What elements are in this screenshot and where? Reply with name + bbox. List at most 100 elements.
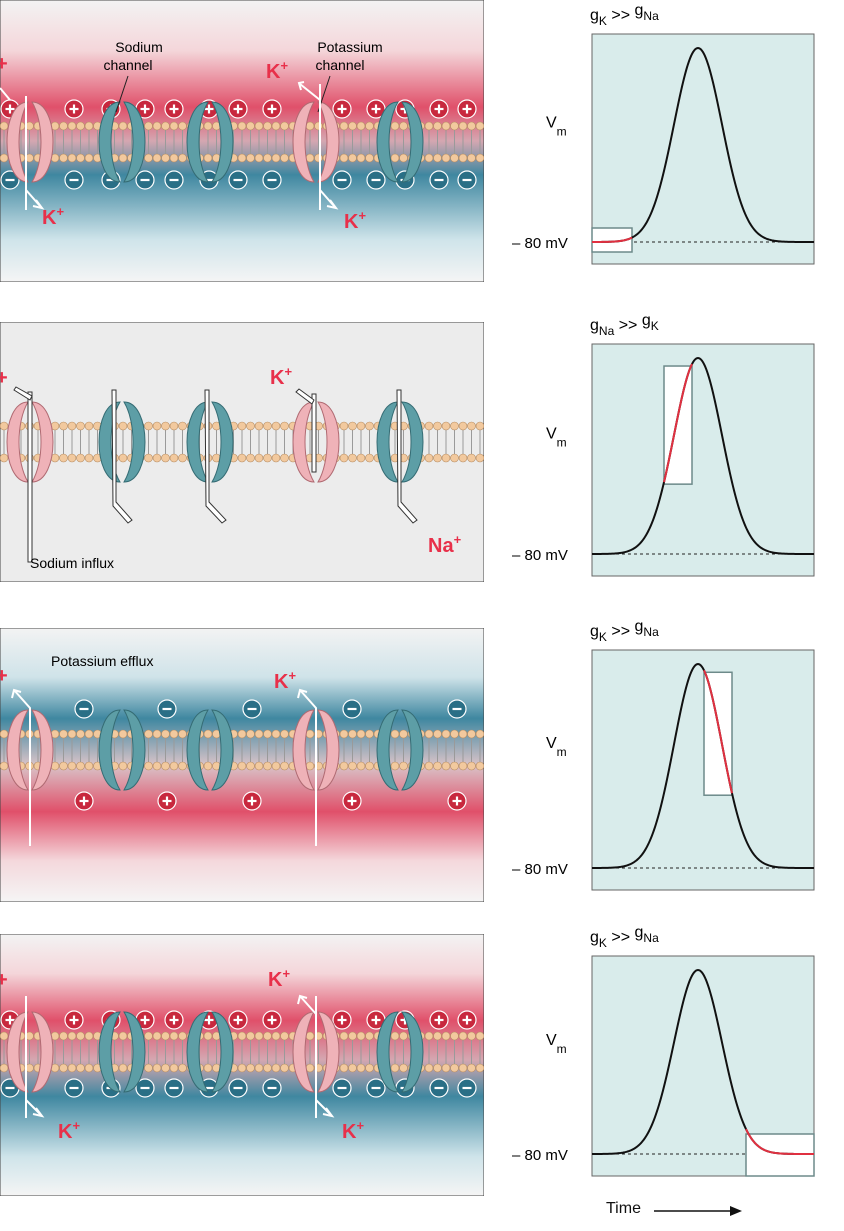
lipid-head	[246, 1031, 255, 1041]
lipid-head	[161, 1031, 170, 1041]
lipid-head	[475, 421, 484, 431]
lipid-head	[169, 453, 179, 463]
lipid-head	[348, 761, 357, 771]
lipid-head	[399, 761, 408, 771]
highlighted-trace-segment	[663, 363, 693, 483]
lipid-head	[390, 121, 400, 131]
positive-charges	[74, 791, 467, 811]
lipid-head	[271, 121, 281, 131]
lipid-head	[339, 729, 349, 739]
sodium-channel-label-line1: Sodium	[115, 39, 162, 55]
sodium-channel	[376, 1011, 424, 1093]
lipid-head	[169, 729, 179, 739]
sodium-channel	[186, 101, 234, 183]
lipid-head	[424, 761, 434, 771]
lipid-head	[152, 1063, 162, 1073]
potassium-channel	[6, 1011, 54, 1093]
lipid-head	[441, 1063, 451, 1073]
sodium-channel	[376, 709, 424, 791]
lipid-head	[424, 153, 434, 163]
lipid-head	[475, 1063, 484, 1073]
lipid-head	[271, 761, 281, 771]
lipid-head	[450, 729, 459, 739]
lipid-head	[178, 121, 187, 131]
potassium-channel	[292, 101, 340, 183]
lipid-head	[0, 761, 9, 771]
lipid-head	[237, 421, 247, 431]
lipid-head	[433, 1063, 442, 1073]
lipid-head	[118, 453, 128, 463]
lipid-head	[424, 729, 434, 739]
ion-plus-edge: +	[0, 367, 8, 389]
lipid-head	[348, 121, 357, 131]
lipid-head	[59, 761, 68, 771]
lipid-head	[305, 761, 315, 771]
lipid-head	[178, 1063, 187, 1073]
lipid-head	[237, 121, 247, 131]
lipid-head	[280, 1063, 289, 1073]
ion-channels	[6, 709, 424, 791]
lipid-head	[203, 1031, 213, 1041]
lipid-head	[475, 761, 484, 771]
lipid-head	[144, 761, 153, 771]
vm-label: Vm	[546, 115, 567, 139]
lipid-head	[433, 453, 442, 463]
lipid-head	[433, 153, 442, 163]
lipid-head	[76, 729, 85, 739]
membrane-scene-1: Sodium channel Potassium channel K+ K+ K…	[0, 0, 484, 282]
lipid-head	[467, 729, 476, 739]
lipid-head	[390, 761, 400, 771]
lipid-head	[254, 761, 264, 771]
lipid-head	[450, 761, 459, 771]
na-influx-arrows	[13, 386, 418, 563]
lipid-head	[161, 453, 170, 463]
potassium-channel	[6, 709, 54, 791]
lipid-head	[433, 1031, 442, 1041]
sodium-channel	[376, 101, 424, 183]
lipid-head	[178, 453, 187, 463]
lipid-head	[475, 729, 484, 739]
lipid-head	[356, 121, 366, 131]
lipid-head	[144, 729, 153, 739]
lipid-head	[237, 453, 247, 463]
lipid-head	[263, 1031, 272, 1041]
lipid-head	[458, 729, 468, 739]
membrane-panel-3: Potassium efflux K+ +	[0, 628, 484, 902]
conductance-label: gK >> gNa	[590, 2, 659, 28]
lipid-head	[203, 153, 213, 163]
lipid-head	[441, 121, 451, 131]
k-ion-label: K+	[58, 1118, 80, 1143]
ion-channels	[6, 401, 424, 483]
lipid-head	[305, 729, 315, 739]
lipid-head	[118, 121, 128, 131]
lipid-head	[441, 761, 451, 771]
lipid-head	[433, 761, 442, 771]
lipid-head	[237, 153, 247, 163]
lipid-head	[246, 453, 255, 463]
lipid-head	[263, 421, 272, 431]
lipid-head	[390, 153, 400, 163]
lipid-head	[433, 121, 442, 131]
lipid-head	[450, 153, 459, 163]
lipid-head	[458, 421, 468, 431]
lipid-head	[152, 1031, 162, 1041]
lipid-head	[263, 153, 272, 163]
membrane-panel-1: Sodium channel Potassium channel K+ K+ K…	[0, 0, 484, 282]
lipid-head	[0, 153, 9, 163]
lipid-head	[356, 421, 366, 431]
lipid-head	[424, 421, 434, 431]
potassium-channel-label-line1: Potassium	[317, 39, 382, 55]
lipid-head	[0, 421, 9, 431]
lipid-head	[118, 1031, 128, 1041]
lipid-head	[84, 421, 94, 431]
lipid-head	[203, 1063, 213, 1073]
lipid-head	[390, 1031, 400, 1041]
lipid-head	[67, 153, 77, 163]
lipid-head	[237, 1031, 247, 1041]
lipid-head	[144, 1031, 153, 1041]
lipid-head	[356, 153, 366, 163]
lipid-head	[76, 421, 85, 431]
